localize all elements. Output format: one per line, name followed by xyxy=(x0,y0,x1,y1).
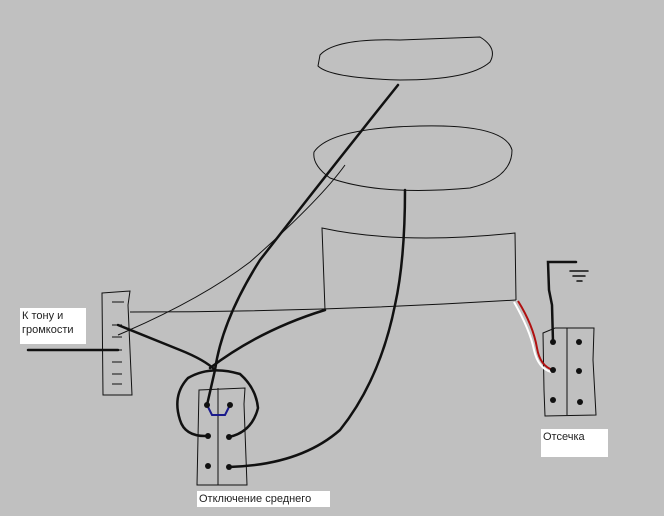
red-wire xyxy=(517,300,554,371)
left-terminal-strip xyxy=(101,290,133,396)
label-middle-off: Отключение среднего xyxy=(197,491,330,507)
terminal-dot xyxy=(205,463,211,469)
terminal-dot xyxy=(550,367,556,373)
wire-middle-pickup xyxy=(227,188,407,469)
wire-loop xyxy=(176,369,260,439)
terminal-dot xyxy=(576,339,582,345)
terminal-dot xyxy=(226,464,232,470)
blue-jumper xyxy=(206,404,231,416)
wire-bridge-to-switch xyxy=(208,308,327,370)
terminal-dot xyxy=(204,402,210,408)
terminal-dot xyxy=(577,399,583,405)
thin-wire xyxy=(117,164,346,336)
ground-line xyxy=(129,299,517,313)
terminal-dot xyxy=(576,368,582,374)
label-cutoff: Отсечка xyxy=(541,429,608,457)
ground-wire xyxy=(546,260,578,344)
pickup-bottom xyxy=(321,227,517,311)
pickup-top xyxy=(317,36,493,81)
strip-ticks xyxy=(112,301,124,385)
wire-strip-to-switch xyxy=(116,323,217,372)
ground-icon xyxy=(569,270,589,282)
white-wire xyxy=(513,301,552,373)
terminal-dot xyxy=(550,397,556,403)
terminal-dot xyxy=(227,402,233,408)
terminal-dot xyxy=(550,339,556,345)
switch-cutoff-body xyxy=(542,327,597,417)
wire-neck-pickup xyxy=(205,83,400,407)
label-tone-volume: К тону и громкости xyxy=(20,308,86,344)
switch-middle-body xyxy=(196,387,248,486)
terminal-dot xyxy=(205,433,211,439)
pickup-middle xyxy=(313,125,513,191)
terminal-dot xyxy=(226,434,232,440)
